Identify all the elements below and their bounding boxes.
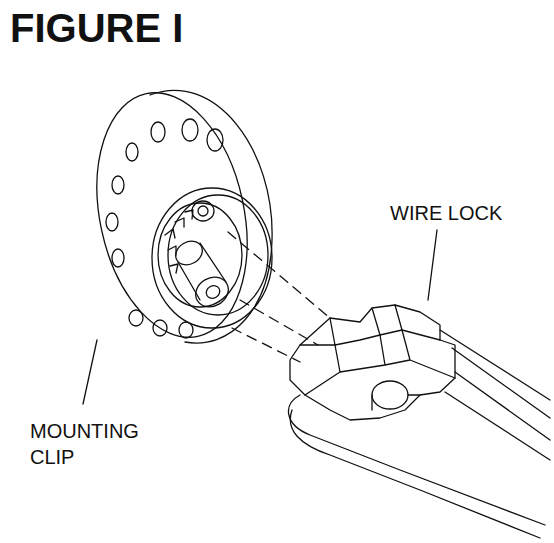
- part-label: MOUNTING CLIP: [30, 418, 150, 470]
- mounting-clip-drawing: [76, 79, 330, 362]
- part-label: WIRE LOCK: [390, 200, 550, 226]
- wire-lock-drawing: [289, 305, 550, 538]
- leader-line: [428, 230, 437, 300]
- figure-title: FIGURE I: [10, 6, 183, 50]
- leader-line: [83, 340, 97, 404]
